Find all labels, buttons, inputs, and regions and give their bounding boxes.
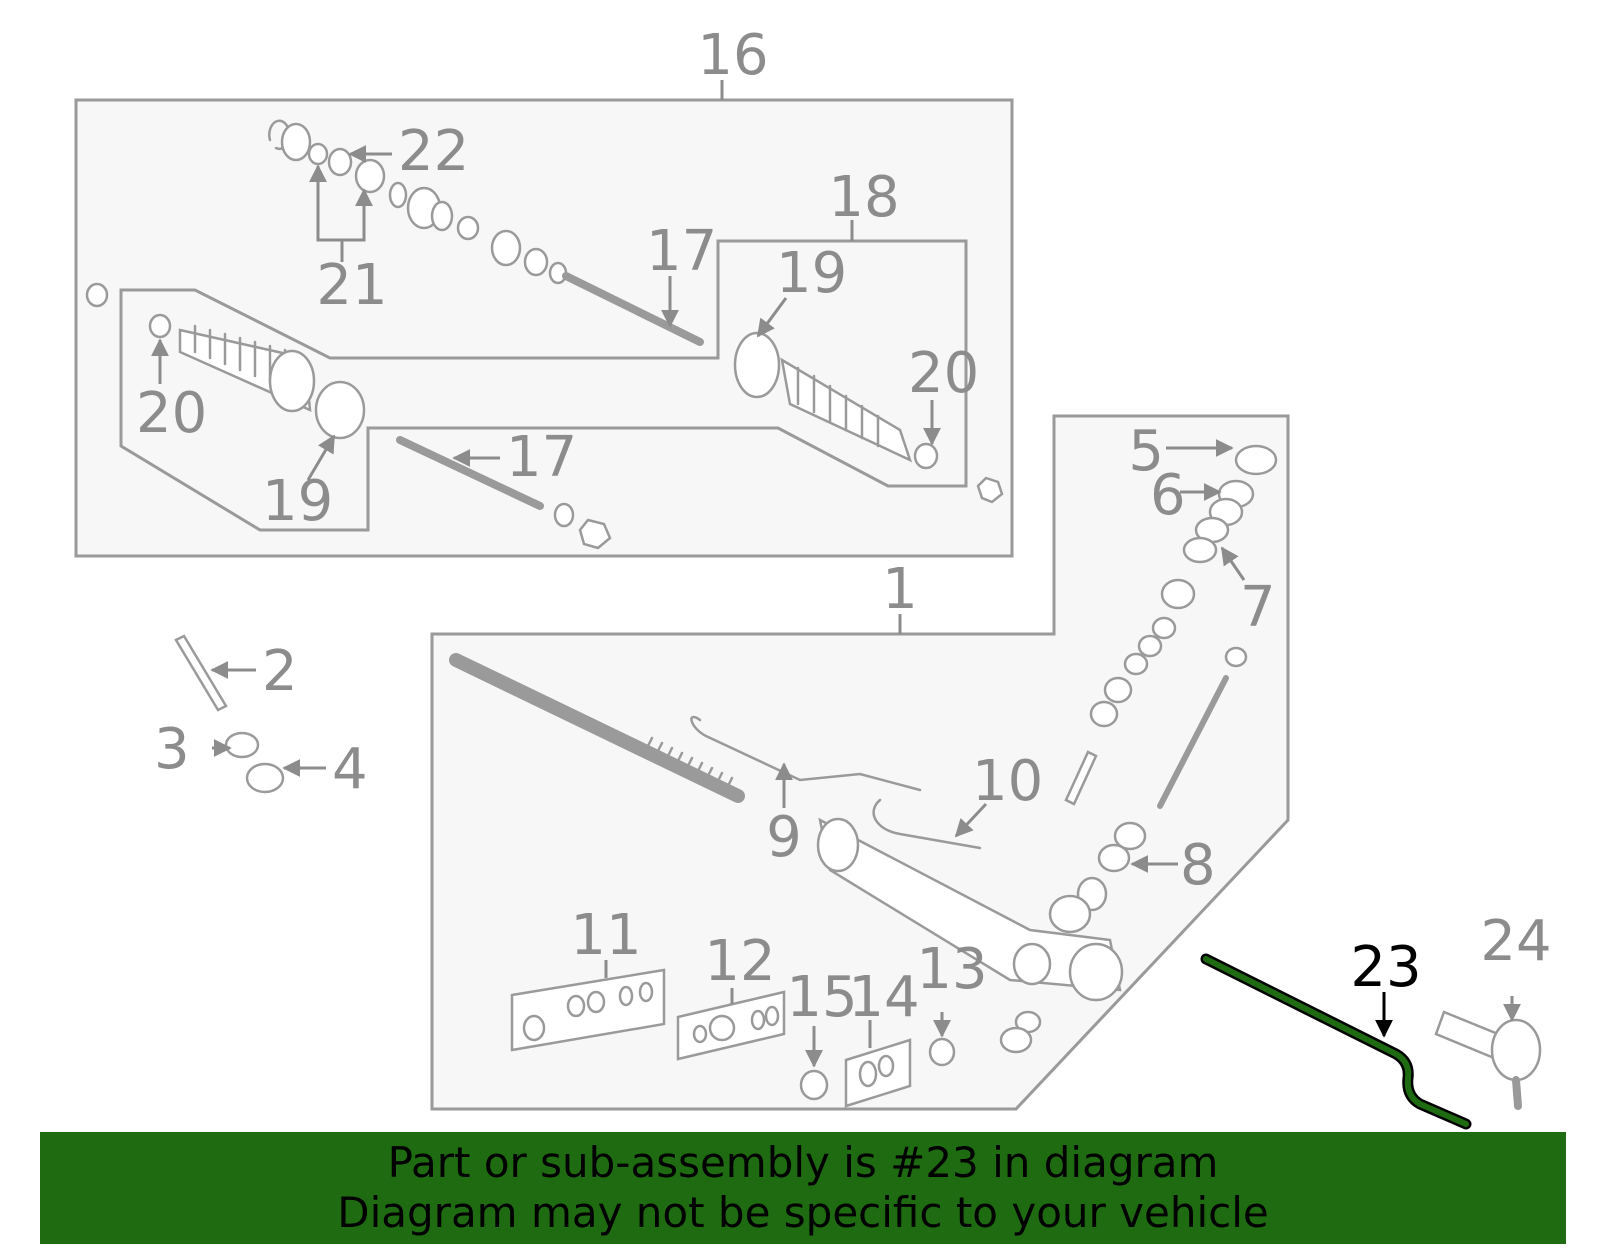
callout-21: 21 xyxy=(316,253,387,318)
callout-3: 3 xyxy=(154,717,190,782)
callout-17-top: 17 xyxy=(646,219,717,284)
callout-8: 8 xyxy=(1180,833,1216,898)
callout-18: 18 xyxy=(828,165,899,230)
leader-lines xyxy=(151,145,1521,1068)
callout-15: 15 xyxy=(786,965,857,1030)
banner-line-disclaimer: Diagram may not be specific to your vehi… xyxy=(337,1188,1269,1237)
tie-rod-end-24 xyxy=(1434,1010,1542,1110)
callout-22: 22 xyxy=(398,119,469,184)
panel-16 xyxy=(74,80,1014,558)
part-23-highlight xyxy=(1200,953,1472,1130)
callout-20-right: 20 xyxy=(908,341,979,406)
callout-labels: 16 22 21 17 18 19 20 20 19 17 1 2 3 4 5 … xyxy=(136,23,1552,1030)
info-banner: Part or sub-assembly is #23 in diagram D… xyxy=(40,1132,1566,1244)
callout-23: 23 xyxy=(1350,935,1421,1000)
callout-19-left: 19 xyxy=(262,469,333,534)
tie-rod-kit-parts xyxy=(85,119,1004,550)
callout-9: 9 xyxy=(766,805,802,870)
loose-parts-2-3-4 xyxy=(174,634,285,794)
callout-14: 14 xyxy=(848,965,919,1030)
banner-line-part: Part or sub-assembly is #23 in diagram xyxy=(387,1138,1219,1187)
callout-13: 13 xyxy=(916,937,987,1002)
rack-assembly-parts xyxy=(449,444,1278,1108)
callout-1: 1 xyxy=(882,557,918,622)
callout-6: 6 xyxy=(1150,463,1186,528)
callout-2: 2 xyxy=(262,639,298,704)
part-23-highlight-fill xyxy=(1203,956,1469,1127)
callout-7: 7 xyxy=(1240,575,1276,640)
callout-12: 12 xyxy=(704,929,775,994)
callout-4: 4 xyxy=(332,737,368,802)
callout-10: 10 xyxy=(972,749,1043,814)
callout-16: 16 xyxy=(697,23,768,88)
callout-20-left: 20 xyxy=(136,381,207,446)
callout-19-right: 19 xyxy=(776,241,847,306)
callout-17-bottom: 17 xyxy=(506,425,577,490)
callout-5: 5 xyxy=(1128,419,1164,484)
callout-24: 24 xyxy=(1480,909,1551,974)
callout-11: 11 xyxy=(570,903,641,968)
